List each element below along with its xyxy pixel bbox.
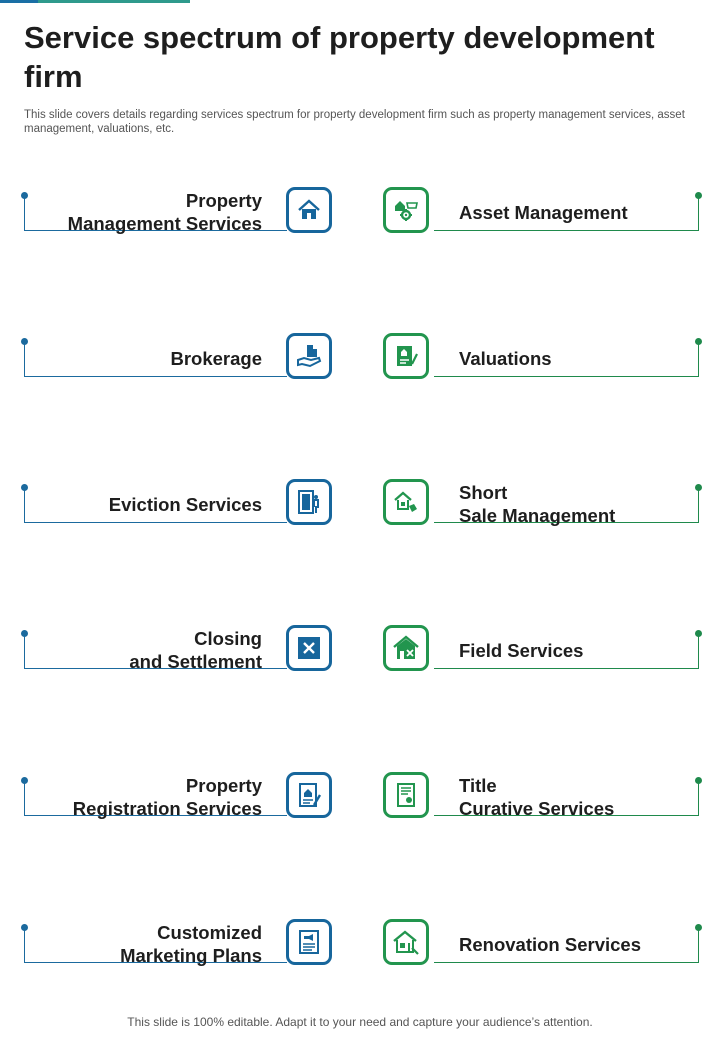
right-dot <box>695 924 702 931</box>
left-dot <box>21 192 28 199</box>
left-dot <box>21 630 28 637</box>
right-bracket-line <box>434 633 699 669</box>
left-dot <box>21 338 28 345</box>
left-bracket-line <box>24 341 287 377</box>
asset-gear-icon <box>383 187 429 233</box>
service-row: Closing and Settlement Field Services <box>0 620 720 680</box>
right-bracket-line <box>434 927 699 963</box>
service-label-left: Property Management Services <box>67 190 262 234</box>
service-row: Brokerage Valuations <box>0 328 720 388</box>
service-label-right: Renovation Services <box>459 933 641 955</box>
page-title: Service spectrum of property development… <box>24 20 655 94</box>
registration-form-icon <box>286 772 332 818</box>
left-dot <box>21 924 28 931</box>
close-x-icon <box>286 625 332 671</box>
service-label-left: Property Registration Services <box>72 775 262 819</box>
footer-note: This slide is 100% editable. Adapt it to… <box>127 1015 593 1029</box>
left-bracket-line <box>24 633 287 669</box>
right-dot <box>695 630 702 637</box>
service-label-right: Asset Management <box>459 201 628 223</box>
house-tools-icon <box>383 625 429 671</box>
left-bracket-line <box>24 927 287 963</box>
left-bracket-line <box>24 195 287 231</box>
right-dot <box>695 338 702 345</box>
right-bracket-line <box>434 780 699 816</box>
right-dot <box>695 777 702 784</box>
certificate-icon <box>383 772 429 818</box>
right-dot <box>695 192 702 199</box>
house-tag-icon <box>383 479 429 525</box>
service-row: Property Management Services Asset Manag… <box>0 182 720 242</box>
top-accent-bar <box>0 0 190 3</box>
service-label-left: Closing and Settlement <box>129 628 262 672</box>
service-row: Eviction Services Short Sale Management <box>0 474 720 534</box>
right-bracket-line <box>434 195 699 231</box>
left-bracket-line <box>24 487 287 523</box>
service-label-left: Brokerage <box>170 347 262 369</box>
service-label-right: Field Services <box>459 639 584 661</box>
left-dot <box>21 484 28 491</box>
service-label-right: Valuations <box>459 347 552 369</box>
marketing-plan-icon <box>286 919 332 965</box>
left-bracket-line <box>24 780 287 816</box>
right-dot <box>695 484 702 491</box>
document-pen-icon <box>383 333 429 379</box>
page-subtitle: This slide covers details regarding serv… <box>24 109 685 135</box>
service-row: Property Registration Services Title Cur… <box>0 767 720 827</box>
house-icon <box>286 187 332 233</box>
service-label-left: Customized Marketing Plans <box>120 922 262 966</box>
door-exit-icon <box>286 479 332 525</box>
hand-building-icon <box>286 333 332 379</box>
service-label-right: Title Curative Services <box>459 775 615 819</box>
renovation-house-icon <box>383 919 429 965</box>
service-label-left: Eviction Services <box>108 493 262 515</box>
right-bracket-line <box>434 341 699 377</box>
right-bracket-line <box>434 487 699 523</box>
service-label-right: Short Sale Management <box>459 482 616 526</box>
left-dot <box>21 777 28 784</box>
service-row: Customized Marketing Plans Renovation Se… <box>0 914 720 974</box>
